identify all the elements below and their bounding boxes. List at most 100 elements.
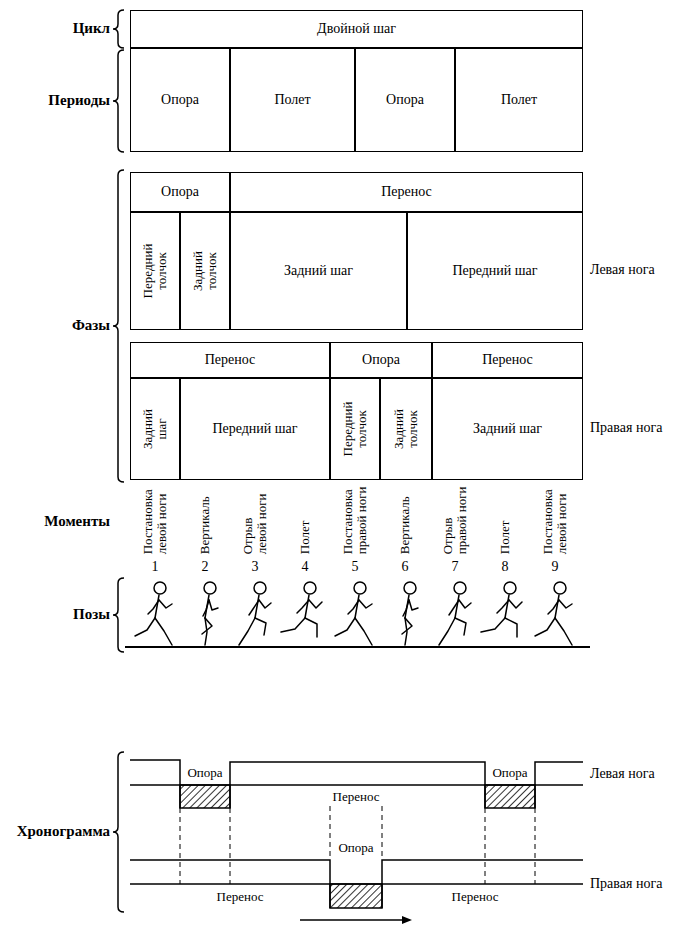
- phase-text: Задний толчок: [191, 235, 220, 307]
- chronogram-label: Опора: [490, 766, 529, 781]
- figure-limb: [555, 595, 559, 618]
- axis-label: Моменты: [44, 513, 110, 530]
- figure-limb: [249, 600, 259, 615]
- chronogram-label: Опора: [336, 841, 375, 856]
- figure-head: [454, 582, 466, 594]
- moment-label: Полет: [498, 484, 512, 554]
- phase-text: Полет: [274, 92, 310, 108]
- direction-arrowhead: [402, 916, 412, 924]
- phase-box: Задний шаг: [432, 378, 583, 480]
- figure-head: [304, 582, 316, 594]
- figure-limb: [535, 618, 555, 636]
- axis-label: Периоды: [48, 92, 110, 109]
- phase-box: Задний шаг: [230, 212, 407, 330]
- phase-text: Опора: [161, 92, 199, 108]
- leg-label: Правая нога: [590, 420, 662, 436]
- phase-text: Перенос: [482, 352, 533, 368]
- phase-box: Опора: [330, 342, 432, 378]
- phase-text: Опора: [386, 92, 424, 108]
- figure-limb: [455, 595, 459, 618]
- pose-figures: [135, 582, 572, 645]
- phase-text: Передний шаг: [212, 421, 297, 437]
- phase-text: Перенос: [381, 184, 432, 200]
- chronogram-label: Перенос: [215, 890, 266, 905]
- figure-limb: [509, 600, 522, 608]
- baseline: [130, 784, 583, 786]
- moment-number: 4: [302, 559, 309, 575]
- figure-limb: [505, 595, 509, 618]
- phase-text: Задний толчок: [392, 393, 421, 465]
- figure-limb: [255, 618, 266, 635]
- period-box: Полет: [230, 48, 355, 152]
- runner-figure: [281, 582, 322, 637]
- guide-line: [230, 808, 231, 884]
- figure-limb: [555, 618, 572, 645]
- axis-label: Позы: [73, 606, 110, 623]
- phase-box: Передний толчок: [330, 378, 380, 480]
- figure-limb: [155, 618, 172, 645]
- phase-box: Задний толчок: [380, 378, 432, 480]
- moment-label: Полет: [298, 484, 312, 554]
- phase-text: Передний толчок: [341, 393, 370, 465]
- runner-figure: [439, 582, 471, 645]
- moment-number: 9: [552, 559, 559, 575]
- figure-limb: [148, 600, 159, 614]
- figure-limb: [159, 600, 172, 608]
- phase-text: Опора: [161, 184, 199, 200]
- phase-text: Задний шаг: [141, 401, 170, 457]
- figure-head: [554, 582, 566, 594]
- guide-line: [180, 808, 181, 884]
- figure-limb: [309, 600, 322, 608]
- figure-limb: [203, 600, 209, 616]
- moment-label: Постановка левой ноги: [141, 484, 170, 554]
- chronogram-label: Перенос: [331, 790, 382, 805]
- brace: [113, 50, 124, 152]
- period-box: Опора: [130, 48, 230, 152]
- moment-label: Отрыв правой ноги: [441, 484, 470, 554]
- figure-limb: [409, 600, 418, 610]
- figure-limb: [481, 618, 505, 632]
- moment-label: Постановка левой ноги: [541, 484, 570, 554]
- moment-number: 2: [202, 559, 209, 575]
- moment-number: 5: [352, 559, 359, 575]
- direction-arrow: [300, 919, 404, 921]
- phase-box: Задний толчок: [180, 212, 230, 330]
- moment-number: 1: [152, 559, 159, 575]
- leg-label: Левая нога: [590, 262, 655, 278]
- figure-limb: [355, 618, 372, 645]
- chronogram-label: Опора: [185, 766, 224, 781]
- runner-figure: [335, 582, 372, 645]
- brace: [113, 10, 124, 48]
- phase-text: Задний шаг: [284, 263, 353, 279]
- moment-label: Постановка правой ноги: [341, 484, 370, 554]
- phase-text: Перенос: [205, 352, 256, 368]
- phase-box: Опора: [130, 172, 230, 212]
- guide-line: [485, 808, 486, 884]
- figure-limb: [281, 618, 305, 632]
- phase-text: Опора: [362, 352, 400, 368]
- figure-limb: [459, 600, 471, 608]
- figure-head: [354, 582, 366, 594]
- phase-text: Двойной шаг: [317, 21, 396, 37]
- phase-text: Передний шаг: [452, 263, 537, 279]
- figure-limb: [548, 600, 559, 614]
- phase-text: Полет: [501, 92, 537, 108]
- figure-limb: [559, 600, 572, 608]
- ground-line: [125, 646, 590, 648]
- left-leg-trace: [130, 760, 583, 808]
- chronogram-label: Перенос: [450, 890, 501, 905]
- runner-figure: [535, 582, 572, 645]
- figure-limb: [259, 600, 271, 608]
- phase-box: Перенос: [230, 172, 583, 212]
- runner-figure: [202, 582, 218, 645]
- chronogram: [130, 760, 583, 924]
- guide-line: [535, 808, 536, 884]
- figure-limb: [497, 600, 509, 613]
- figure-limb: [359, 600, 372, 608]
- period-box: Полет: [455, 48, 583, 152]
- figure-limb: [297, 600, 309, 613]
- figure-limb: [239, 618, 255, 645]
- phase-box: Передний толчок: [130, 212, 180, 330]
- moment-number: 6: [402, 559, 409, 575]
